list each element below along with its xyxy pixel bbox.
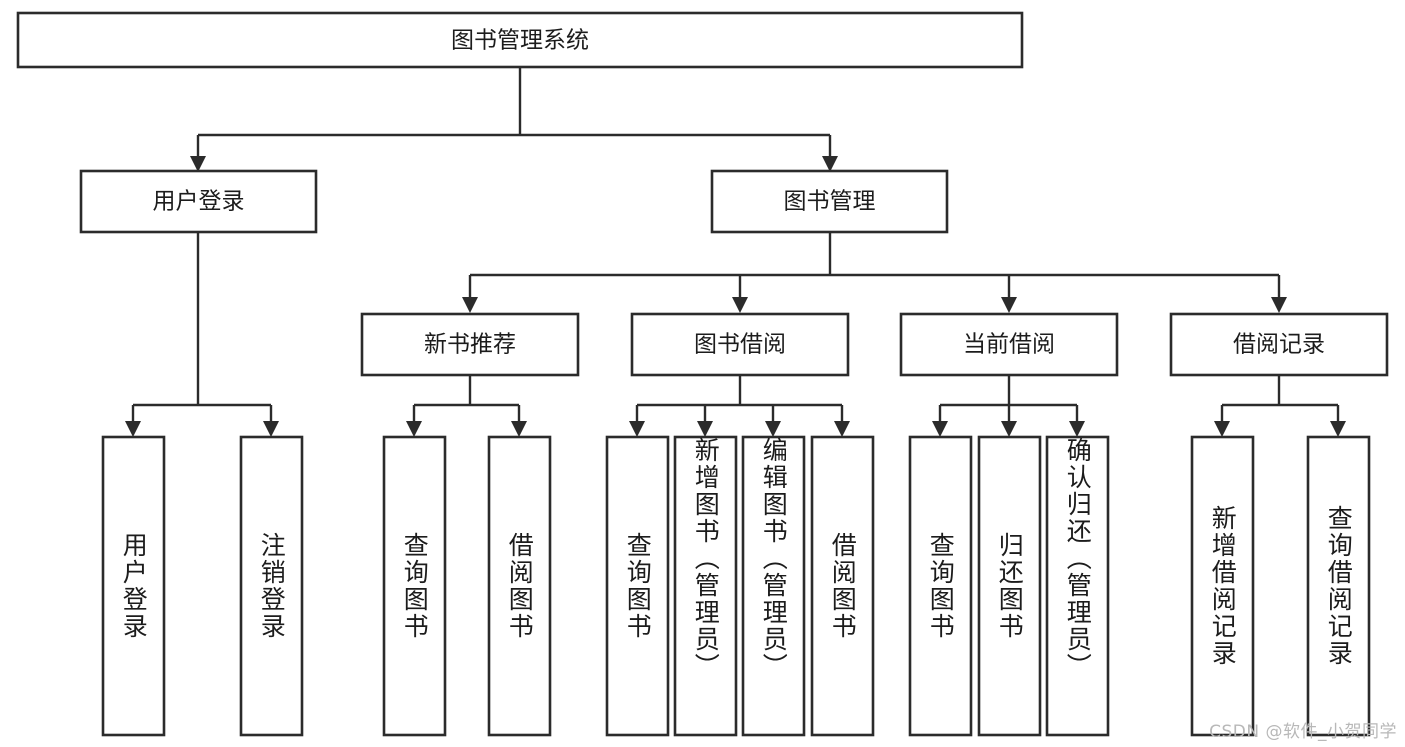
node-book-borrow[interactable] — [630, 312, 850, 377]
node-leaf-query-borrow-record[interactable] — [1306, 435, 1371, 737]
label-root-book-management-system: 图书管理系统 — [451, 28, 589, 54]
node-current-borrow[interactable] — [899, 312, 1119, 377]
node-book-management[interactable] — [710, 169, 949, 234]
label-book-management: 图书管理 — [784, 189, 876, 215]
arrow-head-leaf-query-book-1 — [406, 421, 422, 437]
node-leaf-edit-book-admin[interactable] — [741, 435, 806, 737]
node-root-book-management-system[interactable] — [16, 11, 1024, 69]
arrow-head-current-borrow — [1001, 297, 1017, 313]
node-user-login[interactable] — [79, 169, 318, 234]
node-leaf-query-book-new[interactable] — [382, 435, 447, 737]
node-leaf-query-book-borrow[interactable] — [605, 435, 670, 737]
node-leaf-add-borrow-record[interactable] — [1190, 435, 1255, 737]
arrow-head-book-borrow — [732, 297, 748, 313]
arrow-head-leaf-borrow-book-2 — [834, 421, 850, 437]
node-borrow-record[interactable] — [1169, 312, 1389, 377]
arrow-head-leaf-borrow-book-1 — [511, 421, 527, 437]
node-leaf-query-book-current[interactable] — [908, 435, 973, 737]
watermark-text: CSDN @软件_小贺同学 — [1209, 722, 1397, 742]
node-leaf-borrow-book-new[interactable] — [487, 435, 552, 737]
label-current-borrow: 当前借阅 — [963, 332, 1055, 358]
arrow-head-leaf-return-book — [1001, 421, 1017, 437]
arrow-head-leaf-logout — [263, 421, 279, 437]
arrow-head-leaf-confirm-return — [1069, 421, 1085, 437]
arrow-head-leaf-add-book — [697, 421, 713, 437]
node-leaf-user-login[interactable] — [101, 435, 166, 737]
arrow-head-leaf-query-record — [1330, 421, 1346, 437]
label-new-book-recommend: 新书推荐 — [424, 332, 516, 358]
arrow-head-leaf-user-login — [125, 421, 141, 437]
label-book-borrow: 图书借阅 — [694, 332, 786, 358]
arrow-head-user-login — [190, 156, 206, 172]
label-user-login: 用户登录 — [153, 189, 245, 215]
node-leaf-confirm-return-admin[interactable] — [1045, 435, 1110, 737]
arrow-head-leaf-add-record — [1214, 421, 1230, 437]
arrow-head-leaf-query-book-3 — [932, 421, 948, 437]
arrow-head-borrow-record — [1271, 297, 1287, 313]
node-leaf-return-book[interactable] — [977, 435, 1042, 737]
node-label-group: 图书管理系统 用户登录 图书管理 新书推荐 图书借阅 当前借阅 借阅记录 — [153, 28, 1326, 358]
node-leaf-add-book-admin[interactable] — [673, 435, 738, 737]
node-leaf-borrow-book-borrow[interactable] — [810, 435, 875, 737]
node-new-book-recommend[interactable] — [360, 312, 580, 377]
node-leaf-logout[interactable] — [239, 435, 304, 737]
node-box-group — [16, 11, 1389, 737]
arrow-head-leaf-query-book-2 — [629, 421, 645, 437]
arrow-head-book-manage — [822, 156, 838, 172]
arrow-head-leaf-edit-book — [765, 421, 781, 437]
arrow-head-new-book-rec — [462, 297, 478, 313]
label-borrow-record: 借阅记录 — [1233, 332, 1325, 358]
connector-group — [125, 67, 1346, 437]
